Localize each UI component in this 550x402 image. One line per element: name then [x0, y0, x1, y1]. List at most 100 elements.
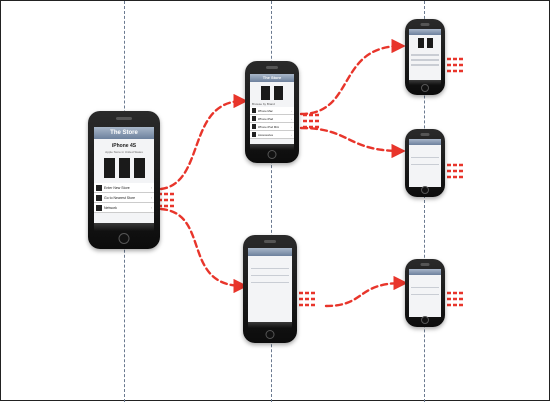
- three-dash-continuation-icon: [447, 163, 463, 179]
- flow-arrow-blank-to-form: [324, 275, 408, 308]
- placeholder-line: [251, 268, 289, 269]
- earpiece: [116, 117, 132, 120]
- three-dash-continuation-icon: [303, 113, 321, 129]
- home-button-icon[interactable]: [265, 330, 275, 339]
- lane-divider-2: [271, 1, 272, 402]
- detail-line: [411, 59, 439, 61]
- product-image[interactable]: [103, 158, 115, 178]
- catalog-item[interactable]: iPhone Mac ›: [250, 107, 294, 115]
- product-thumbnail: [252, 116, 256, 121]
- chevron-right-icon: ›: [150, 195, 152, 200]
- detail-line: [411, 64, 439, 66]
- tab-bar[interactable]: [409, 80, 441, 85]
- catalog-item[interactable]: iPhone iPod Mini ›: [250, 123, 294, 131]
- phone-catalog-screen: The Store Browse by Brand iPhone Mac › i…: [245, 61, 299, 163]
- earpiece: [420, 133, 430, 136]
- tab-bar[interactable]: [94, 223, 154, 231]
- product-image[interactable]: [118, 158, 130, 178]
- product-thumbnail: [252, 124, 256, 129]
- catalog-item[interactable]: iPhone iPad ›: [250, 115, 294, 123]
- content-placeholder: [248, 256, 292, 295]
- three-dash-continuation-icon: [447, 291, 463, 307]
- menu-item-enter-new-store[interactable]: Enter New Store ›: [94, 183, 154, 193]
- three-dash-continuation-icon: [299, 291, 317, 307]
- product-image-row: [250, 86, 294, 100]
- nav-title: The Store: [250, 74, 294, 82]
- three-dash-continuation-icon: [158, 192, 176, 208]
- phone-product-detail: [405, 19, 445, 95]
- tab-bar[interactable]: [248, 322, 292, 328]
- chevron-right-icon: ›: [291, 116, 292, 121]
- product-image[interactable]: [133, 158, 145, 178]
- chevron-right-icon: ›: [150, 185, 152, 190]
- catalog-item-label: iPhone iPod Mini: [258, 124, 279, 129]
- home-screen: The Store iPhone 4S Apple Store in Unite…: [94, 127, 154, 231]
- network-icon: [96, 204, 102, 211]
- earpiece: [266, 66, 278, 69]
- location-icon: [96, 194, 102, 201]
- earpiece: [264, 240, 276, 243]
- menu-item-nearest-store[interactable]: Go to Nearest Store ›: [94, 193, 154, 203]
- menu-item-label: Enter New Store: [104, 185, 130, 190]
- menu-item-label: Go to Nearest Store: [104, 195, 136, 200]
- placeholder-line: [251, 275, 289, 276]
- home-button-icon[interactable]: [421, 316, 429, 324]
- phone-home-screen: The Store iPhone 4S Apple Store in Unite…: [88, 111, 160, 249]
- phone-form-screen: [405, 259, 445, 327]
- lane-divider-3: [424, 1, 425, 402]
- home-button-icon[interactable]: [267, 150, 277, 159]
- list-detail-screen: [409, 139, 441, 187]
- catalog-item-label: Accessories: [258, 132, 274, 137]
- chevron-right-icon: ›: [150, 205, 152, 210]
- earpiece: [420, 263, 430, 266]
- flow-arrow-home-to-catalog: [159, 93, 248, 191]
- chevron-right-icon: ›: [291, 108, 292, 113]
- placeholder-line: [251, 282, 289, 283]
- menu-item-network[interactable]: Network ›: [94, 203, 154, 213]
- nav-bar: [248, 248, 292, 256]
- catalog-item[interactable]: Accessories ›: [250, 131, 294, 139]
- catalog-item-label: iPhone iPad: [258, 116, 274, 121]
- home-button-icon[interactable]: [421, 84, 429, 92]
- tab-bar[interactable]: [250, 144, 294, 150]
- product-thumbnail: [252, 132, 256, 137]
- placeholder-line: [411, 157, 439, 158]
- product-title: iPhone 4S: [111, 143, 137, 149]
- content-placeholder: [409, 275, 441, 307]
- placeholder-line: [411, 164, 439, 165]
- three-dash-continuation-icon: [447, 57, 463, 73]
- store-icon: [96, 184, 102, 191]
- chevron-right-icon: ›: [291, 132, 292, 137]
- flow-arrow-catalog-to-detail: [299, 38, 406, 116]
- earpiece: [420, 23, 430, 26]
- product-image[interactable]: [261, 86, 270, 100]
- list-screen: [248, 248, 292, 328]
- catalog-menu: iPhone Mac › iPhone iPad › iPhone iPod M…: [250, 107, 294, 139]
- product-detail-screen: [409, 29, 441, 85]
- home-menu: Enter New Store › Go to Nearest Store › …: [94, 183, 154, 213]
- detail-list: [409, 48, 441, 72]
- phone-list-screen: [243, 235, 297, 343]
- nav-bar: [409, 139, 441, 145]
- placeholder-line: [411, 287, 439, 288]
- nav-title: The Store: [94, 127, 154, 139]
- nav-bar: [409, 269, 441, 275]
- product-thumbnail: [252, 108, 256, 113]
- product-subtitle: Apple Store in United States: [105, 150, 143, 154]
- home-button-icon[interactable]: [421, 186, 429, 194]
- content-placeholder: [409, 145, 441, 177]
- detail-line: [411, 54, 439, 56]
- home-button-icon[interactable]: [118, 233, 130, 244]
- flow-arrow-catalog-to-list: [299, 126, 406, 159]
- chevron-right-icon: ›: [291, 124, 292, 129]
- flow-arrow-home-to-blank: [159, 207, 248, 294]
- menu-item-label: Network: [104, 205, 117, 210]
- product-image[interactable]: [274, 86, 283, 100]
- product-image-row: [94, 158, 154, 178]
- product-image[interactable]: [417, 38, 424, 48]
- section-header: Browse by Brand: [252, 102, 275, 106]
- catalog-screen: The Store Browse by Brand iPhone Mac › i…: [250, 74, 294, 150]
- product-image[interactable]: [426, 38, 433, 48]
